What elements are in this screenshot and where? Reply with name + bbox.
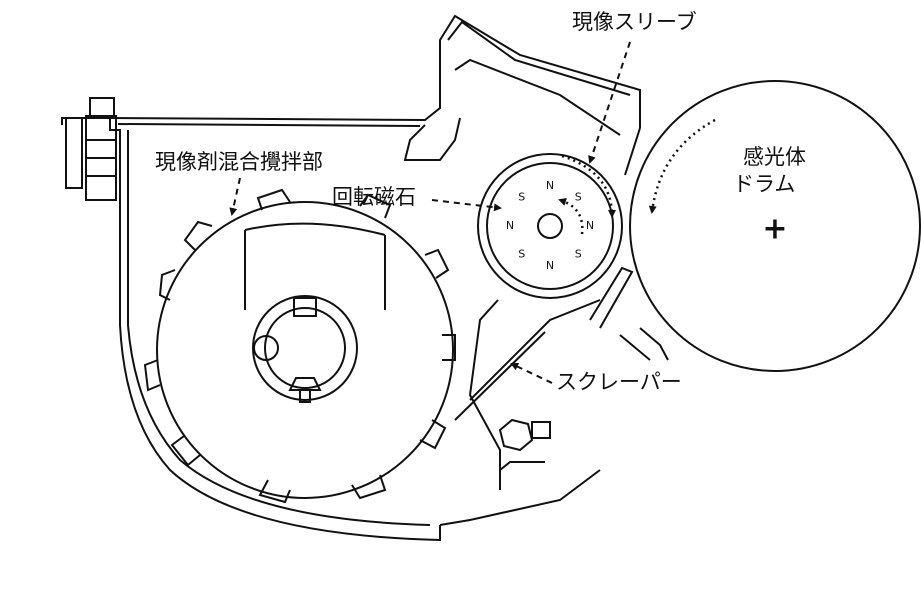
leader-lines <box>229 41 631 384</box>
magnet-pole-label: N <box>586 219 594 232</box>
photoconductor-drum <box>629 80 921 372</box>
magnet-poles: N S N S N S N S <box>506 179 594 272</box>
magnet-pole-label: S <box>575 191 582 204</box>
mixing-paddle <box>143 188 456 504</box>
bracket-bolt <box>65 97 117 201</box>
label-photoconductor-line2: ドラム <box>733 172 796 196</box>
magnet-pole-label: S <box>518 191 525 204</box>
developing-sleeve <box>477 153 623 299</box>
magnet-pole-label: N <box>506 219 514 232</box>
drum-rotation-arrow <box>648 118 716 214</box>
label-rotating-magnet: 回転磁石 <box>332 185 416 209</box>
label-developing-sleeve: 現像スリーブ <box>572 10 697 34</box>
drum-center-mark: + <box>762 212 787 247</box>
magnet-pole-label: S <box>575 247 582 260</box>
scraper <box>454 266 669 471</box>
magnet-pole-label: S <box>518 247 525 260</box>
label-developer-mixing: 現像剤混合攪拌部 <box>155 150 323 174</box>
magnet-pole-label: N <box>546 179 554 192</box>
magnet-rotation-arrow <box>558 198 584 235</box>
label-scraper: スクレーパー <box>556 370 682 394</box>
label-photoconductor-line1: 感光体 <box>743 145 806 169</box>
housing <box>61 14 641 542</box>
magnet-pole-label: N <box>546 259 554 272</box>
